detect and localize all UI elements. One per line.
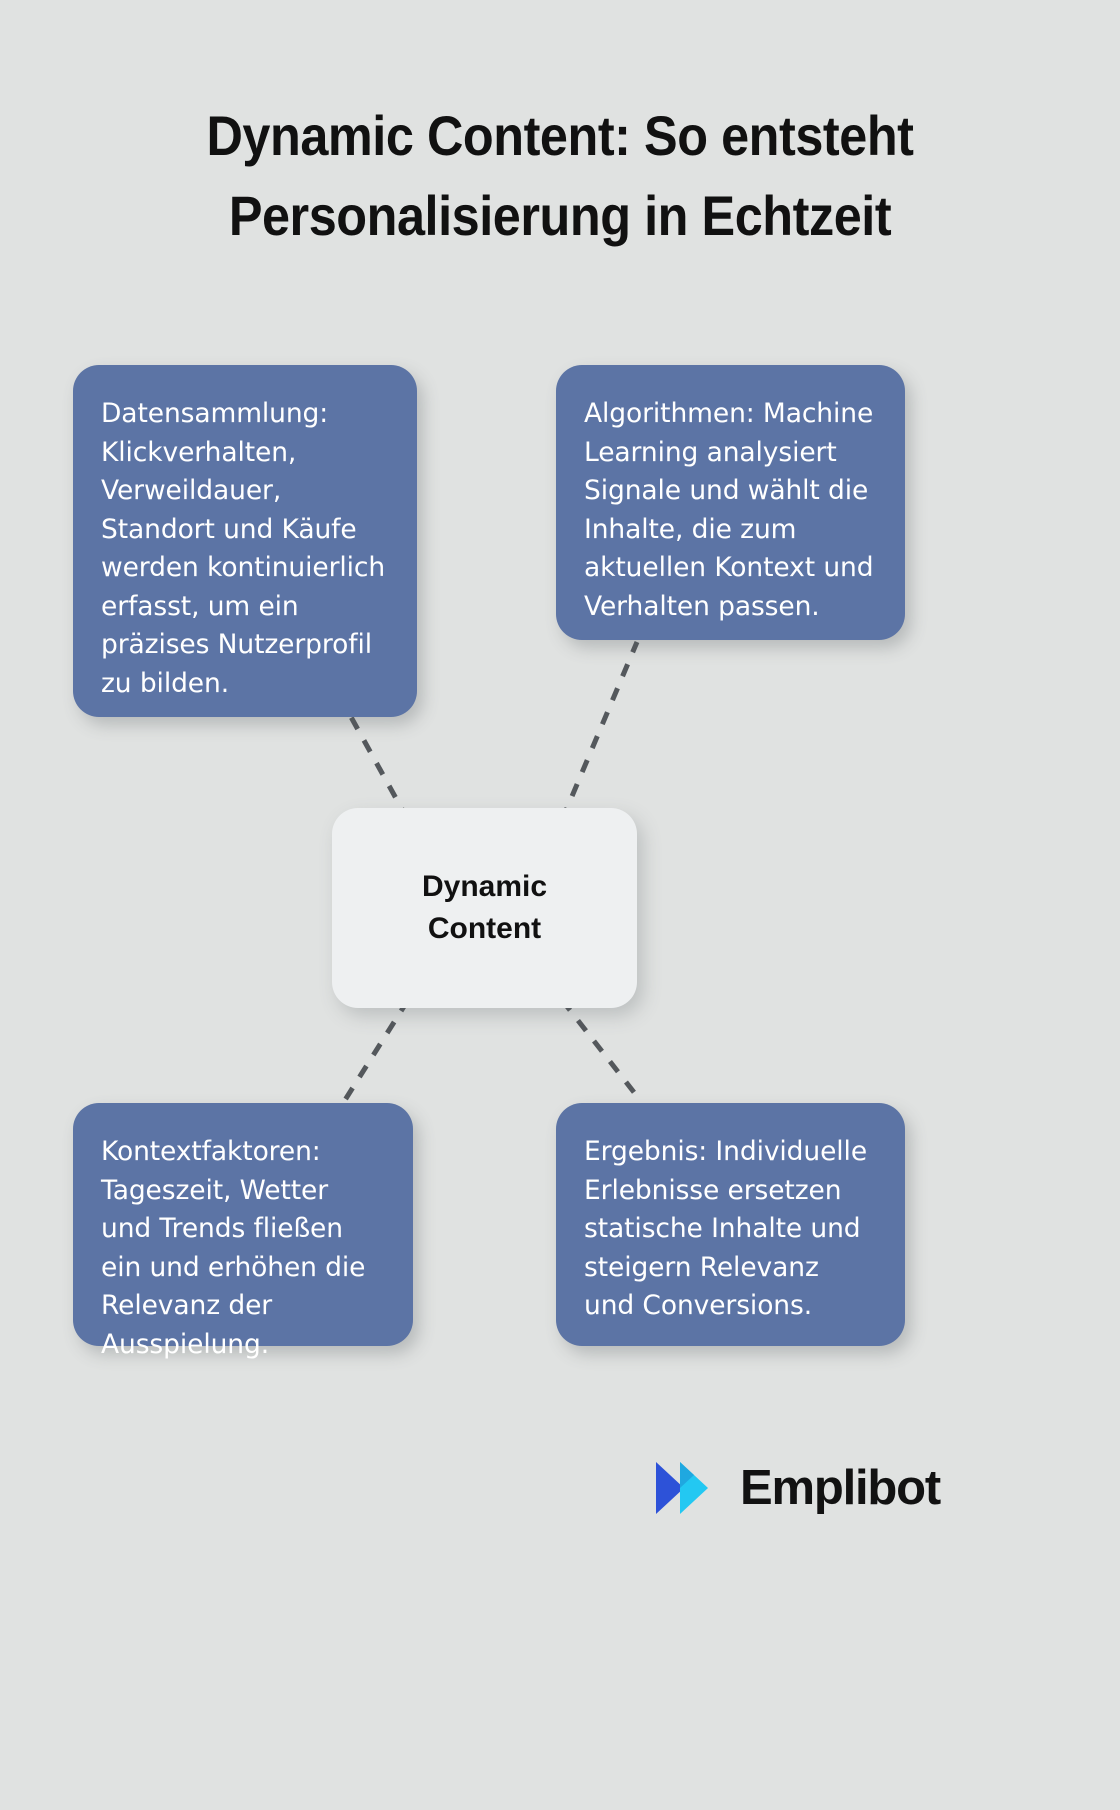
emplibot-play-icon <box>656 1462 708 1514</box>
card-context-factors-text: Kontextfaktoren: Tageszeit, Wetter und T… <box>101 1136 366 1360</box>
card-algorithms-text: Algorithmen: Machine Learning analysiert… <box>584 398 874 622</box>
center-node-label: Dynamic Content <box>422 866 547 950</box>
card-data-collection-text: Datensammlung: Klickverhalten, Verweilda… <box>101 398 386 699</box>
card-algorithms: Algorithmen: Machine Learning analysiert… <box>556 365 905 640</box>
card-data-collection: Datensammlung: Klickverhalten, Verweilda… <box>73 365 417 717</box>
connector-center-to-algorithms <box>559 641 640 821</box>
page-title: Dynamic Content: So entsteht Personalisi… <box>110 96 1010 255</box>
center-node-line-1: Dynamic <box>421 870 548 903</box>
connector-center-to-context-factors <box>342 998 411 1102</box>
card-context-factors: Kontextfaktoren: Tageszeit, Wetter und T… <box>73 1103 413 1360</box>
center-node: Dynamic Content <box>332 808 637 1008</box>
emplibot-wordmark: Emplibot <box>740 1461 941 1515</box>
connector-center-to-data-collection <box>348 715 411 822</box>
center-node-line-2: Content <box>427 912 542 945</box>
card-result: Ergebnis: Individuelle Erlebnisse ersetz… <box>556 1103 905 1346</box>
page-title-line-1: Dynamic Content: So entsteht <box>206 104 914 167</box>
emplibot-logo: Emplibot <box>650 1452 941 1524</box>
card-result-text: Ergebnis: Individuelle Erlebnisse ersetz… <box>584 1136 868 1322</box>
page-title-line-2: Personalisierung in Echtzeit <box>228 183 892 247</box>
connector-center-to-result <box>560 998 642 1102</box>
